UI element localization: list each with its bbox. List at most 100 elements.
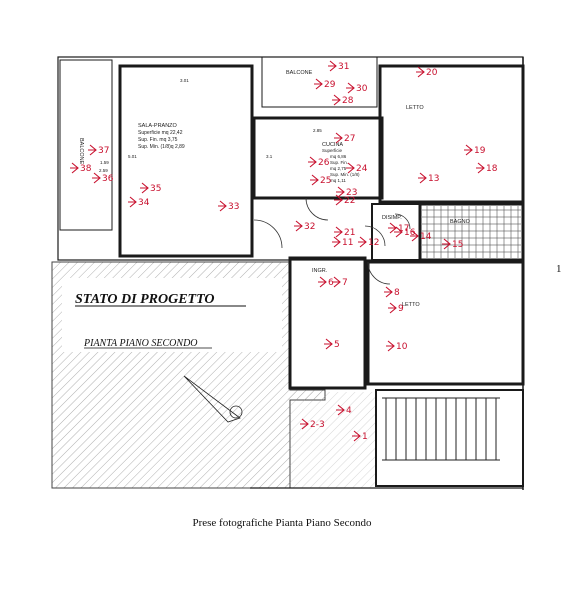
- door-swings: [253, 197, 411, 285]
- photo-point-label: 28: [342, 96, 354, 106]
- photo-point-arrow-icon: [332, 94, 341, 106]
- label-cucina: CUCINA: [322, 142, 343, 148]
- photo-point-arrow-icon: [334, 226, 343, 238]
- plan-heading: STATO DI PROGETTO: [75, 292, 215, 307]
- label-ingr: INGR.: [312, 268, 328, 274]
- photo-point-label: 37: [98, 146, 109, 156]
- photo-point-arrow-icon: [388, 222, 397, 234]
- label-cucina-l4: mq 2,75: [330, 166, 347, 171]
- photo-point-label: 17: [398, 224, 409, 234]
- dim-bal-1: 1.59: [100, 160, 109, 165]
- label-cucina-l2: mq 6,86: [330, 154, 347, 159]
- bagno-tiles: [422, 206, 521, 258]
- photo-point-label: 2-3: [310, 420, 325, 430]
- photo-point-arrow-icon: [388, 302, 397, 314]
- label-letto-top: LETTO: [406, 105, 424, 111]
- label-cucina-l6: mq 1,11: [330, 178, 346, 183]
- photo-point-arrow-icon: [384, 286, 393, 298]
- photo-point-arrow-icon: [88, 144, 97, 156]
- photo-point-arrow-icon: [336, 186, 345, 198]
- photo-point-arrow-icon: [218, 200, 227, 212]
- photo-point-arrow-icon: [346, 162, 355, 174]
- hatched-band: [288, 392, 376, 488]
- photo-point-arrow-icon: [336, 404, 345, 416]
- photo-point-label: 7: [342, 278, 348, 288]
- photo-point-label: 11: [342, 238, 353, 248]
- photo-point-arrow-icon: [416, 66, 425, 78]
- photo-point-label: 26: [318, 158, 330, 168]
- photo-point-label: 29: [324, 80, 336, 90]
- photo-point-label: 18: [486, 164, 498, 174]
- label-balcone-top: BALCONE: [286, 70, 313, 76]
- photo-point-arrow-icon: [70, 162, 79, 174]
- label-sala-l2: Sup. Fin. mq 3,75: [138, 137, 178, 143]
- photo-point-arrow-icon: [476, 162, 485, 174]
- photo-point-label: 23: [346, 188, 357, 198]
- photo-point-arrow-icon: [394, 226, 403, 238]
- photo-point-arrow-icon: [308, 156, 317, 168]
- photo-point-label: 15: [452, 240, 463, 250]
- photo-point-label: 9: [398, 304, 404, 314]
- north-arrow-icon: [183, 375, 243, 423]
- label-balcone-left: BALCONE: [78, 138, 84, 165]
- photo-point-arrow-icon: [346, 82, 355, 94]
- photo-point-arrow-icon: [358, 236, 367, 248]
- title-box: [62, 278, 282, 352]
- dim-sala: 3.01: [180, 78, 189, 83]
- photo-point-label: 10: [396, 342, 408, 352]
- walls: [57, 56, 525, 490]
- photo-point-arrow-icon: [294, 220, 303, 232]
- photo-point-arrow-icon: [334, 132, 343, 144]
- photo-point-label: 35: [150, 184, 161, 194]
- photo-point-label: 4: [346, 406, 352, 416]
- label-cucina-l3: Sup. Fin.: [330, 160, 348, 165]
- photo-point-arrow-icon: [328, 60, 337, 72]
- photo-point-label: 31: [338, 62, 349, 72]
- photo-point-label: 5: [334, 340, 340, 350]
- photo-point-label: 24: [356, 164, 368, 174]
- figure-caption: Prese fotografiche Pianta Piano Secondo: [192, 517, 372, 529]
- label-sala-l1: Superficie mq 22,42: [138, 130, 183, 136]
- label-cucina-l1: Superficie: [322, 148, 343, 153]
- dim-sala-side: 5.01: [128, 154, 137, 159]
- photo-point-arrow-icon: [140, 182, 149, 194]
- photo-point-arrow-icon: [442, 238, 451, 250]
- label-disimp: DISIMP.: [382, 215, 402, 221]
- photo-point-label: 21: [344, 228, 355, 238]
- photo-point-arrow-icon: [410, 230, 419, 242]
- label-sala-l3: Sup. Min. (1/8)q 2,89: [138, 144, 185, 150]
- photo-point-arrow-icon: [418, 172, 427, 184]
- photo-point-arrow-icon: [352, 430, 361, 442]
- photo-point-label: 36: [102, 174, 114, 184]
- photo-point-label: 19: [474, 146, 486, 156]
- photo-point-arrow-icon: [332, 236, 341, 248]
- photo-point-label: 25: [320, 176, 331, 186]
- photo-point-label: 8: [394, 288, 400, 298]
- dim-bal-2: 2.59: [99, 168, 108, 173]
- photo-point-arrow-icon: [332, 276, 341, 288]
- margin-mark: 1: [556, 263, 562, 275]
- photo-point-label: 13: [428, 174, 439, 184]
- photo-point-label: 1: [362, 432, 368, 442]
- photo-point-label: 34: [138, 198, 150, 208]
- photo-point-label: 16: [404, 228, 416, 238]
- photo-point-arrow-icon: [324, 338, 333, 350]
- label-letto-bottom: LETTO: [402, 302, 420, 308]
- photo-point-arrow-icon: [310, 174, 319, 186]
- photo-point-arrow-icon: [314, 78, 323, 90]
- photo-point-arrow-icon: [128, 196, 137, 208]
- photo-point-label: 20: [426, 68, 438, 78]
- label-bagno: BAGNO: [450, 219, 471, 225]
- photo-point-label: 6: [328, 278, 334, 288]
- photo-point-label: 33: [228, 202, 239, 212]
- photo-point-label: 14: [420, 232, 432, 242]
- photo-point-arrow-icon: [464, 144, 473, 156]
- photo-point-label: 27: [344, 134, 355, 144]
- photo-point-label: 12: [368, 238, 379, 248]
- photo-point-label: 22: [344, 196, 355, 206]
- label-cucina-l5: Sup. Min. (1/8): [330, 172, 360, 177]
- photo-point-arrow-icon: [300, 418, 309, 430]
- plan-subheading: PIANTA PIANO SECONDO: [83, 338, 198, 349]
